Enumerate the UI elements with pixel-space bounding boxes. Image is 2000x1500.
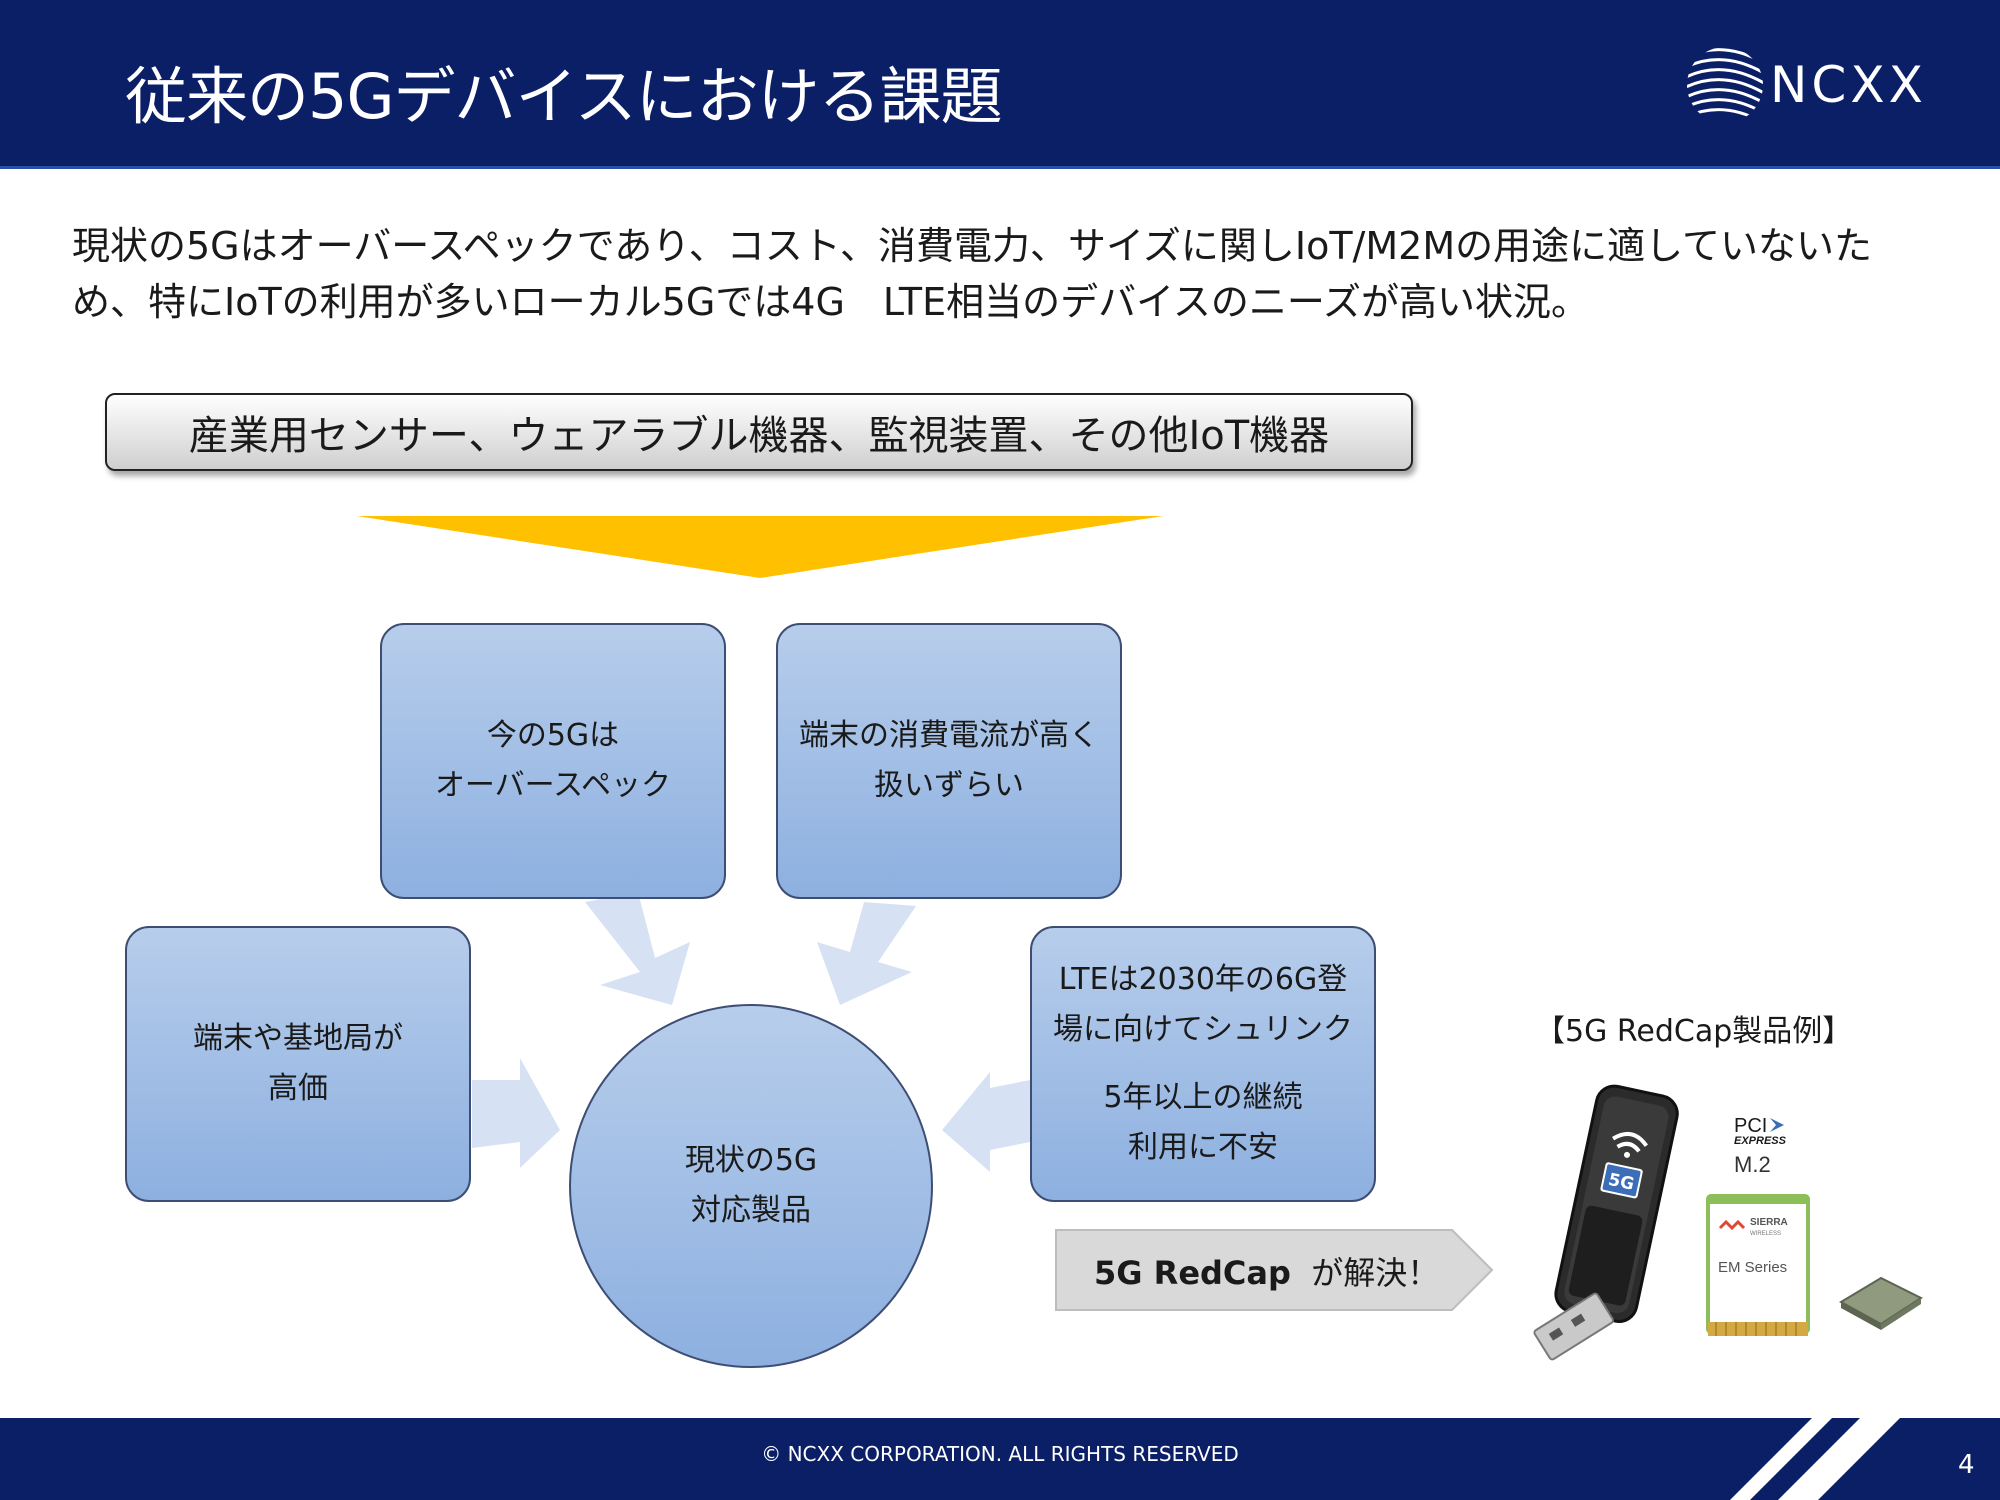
footer-stripes	[1730, 1418, 1900, 1500]
issue-lte-line1: LTEは2030年の6G登	[1058, 962, 1348, 997]
sierra-brand: SIERRA	[1750, 1217, 1788, 1228]
logo-text: NCXX	[1770, 56, 1927, 114]
center-circle: 現状の5G 対応製品	[569, 1004, 933, 1368]
examples-label: 【5G RedCap製品例】	[1535, 1014, 1853, 1049]
issue-lte-line4: 利用に不安	[1128, 1130, 1278, 1165]
intro-paragraph: 現状の5Gはオーバースペックであり、コスト、消費電力、サイズに関しIoT/M2M…	[72, 218, 1912, 330]
arrow-from-cost-icon	[472, 1058, 560, 1168]
issue-cost-line1: 端末や基地局が	[193, 1021, 403, 1056]
m2-module-icon: PCI EXPRESS M.2 SIERRA WIRELESS EM Serie…	[1706, 1115, 1810, 1336]
issue-power-box: 端末の消費電流が高く 扱いずらい	[776, 623, 1122, 899]
page-number: 4	[1958, 1450, 1975, 1480]
pci-logo-text: PCI	[1734, 1115, 1767, 1137]
issue-lte-line3: 5年以上の継続	[1103, 1080, 1303, 1115]
footer-bar	[0, 1418, 2000, 1500]
redcap-callout-shape	[1055, 1229, 1494, 1311]
em-series-label: EM Series	[1718, 1259, 1787, 1276]
issue-power-line1: 端末の消費電流が高く	[799, 718, 1099, 753]
issue-overspec-line1: 今の5Gは	[486, 718, 620, 753]
arrow-from-overspec-icon	[585, 892, 690, 1005]
intro-line-1: 現状の5Gはオーバースペックであり、コスト、消費電力、サイズに関しIoT/M2M…	[72, 224, 1872, 268]
issue-overspec-line2: オーバースペック	[434, 768, 672, 803]
issue-lte-line2: 場に向けてシュリンク	[1053, 1012, 1353, 1047]
issue-cost-box: 端末や基地局が 高価	[125, 926, 471, 1202]
center-line1: 現状の5G	[684, 1143, 818, 1178]
yellow-down-arrow-icon	[357, 516, 1163, 578]
arrow-from-power-icon	[817, 902, 916, 1005]
center-line2: 対応製品	[691, 1193, 811, 1228]
sierra-logo-icon	[1718, 1219, 1746, 1231]
issue-cost-line2: 高価	[268, 1071, 328, 1106]
pci-arrow-icon	[1770, 1118, 1784, 1132]
lga-chip-icon	[1838, 1276, 1924, 1330]
redcap-solution-bold: 5G RedCap	[1094, 1254, 1291, 1292]
slide-title: 従来の5Gデバイスにおける課題	[125, 60, 1003, 133]
m2-label: M.2	[1734, 1152, 1771, 1177]
intro-line-2: め、特にIoTの利用が多いローカル5Gでは4G LTE相当のデバイスのニーズが高…	[72, 280, 1590, 324]
header-bar	[0, 0, 2000, 166]
issue-overspec-box: 今の5Gは オーバースペック	[380, 623, 726, 899]
category-bar: 産業用センサー、ウェアラブル機器、監視装置、その他IoT機器	[105, 393, 1413, 471]
arrow-from-lte-icon	[942, 1072, 1030, 1172]
header-divider	[0, 166, 2000, 169]
usb-dongle-icon: 5G	[1533, 1084, 1679, 1361]
express-text: EXPRESS	[1734, 1135, 1787, 1147]
ncxx-logo-icon	[1687, 48, 1763, 123]
issue-lte-box: LTEは2030年の6G登 場に向けてシュリンク 5年以上の継続 利用に不安	[1030, 926, 1376, 1202]
issue-power-line2: 扱いずらい	[874, 768, 1024, 803]
redcap-solution-text: 5G RedCap が解決！	[1094, 1248, 1439, 1294]
copyright-text: © NCXX CORPORATION. ALL RIGHTS RESERVED	[761, 1442, 1239, 1466]
redcap-solution-rest: が解決！	[1311, 1254, 1440, 1292]
sierra-brand-sub: WIRELESS	[1750, 1231, 1781, 1237]
